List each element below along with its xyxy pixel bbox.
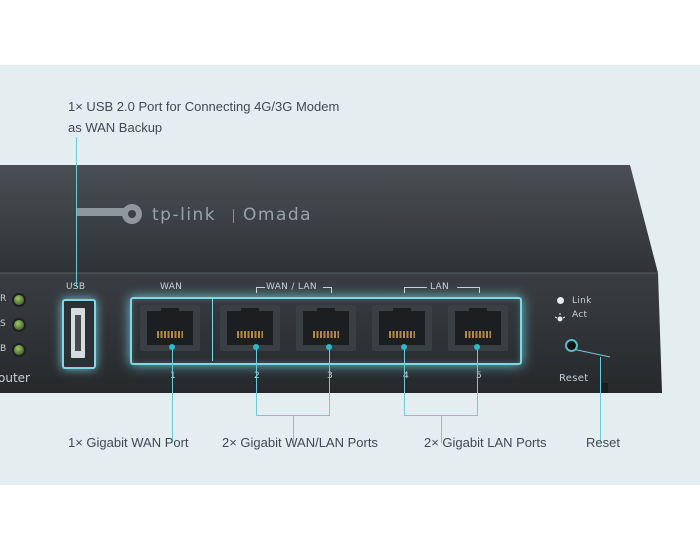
reset-callout-line [600,357,601,442]
tp-link-logo [76,203,146,230]
usb-label: USB [66,282,86,292]
act-sun-icon [554,313,566,322]
act-icon [554,310,566,322]
usb-caption-line-2: as WAN Backup [68,120,163,135]
lan-label: LAN [430,282,450,292]
wan-lan-callout-dot [253,344,259,350]
background-band: tp-link Omada R S B outer USB WAN WAN / … [0,65,700,485]
brand-text: tp-link [152,205,217,225]
lan-caption: 2× Gigabit LAN Ports [424,435,547,450]
usb-callout-line [76,137,77,287]
lan-callout-left [404,347,405,415]
usb-caption: 1× USB 2.0 Port for Connecting 4G/3G Mod… [68,96,339,138]
reset-panel-label: Reset [559,373,589,384]
port-number-1: 1 [170,371,177,381]
status-led [14,320,24,330]
wan-lan-callout-dot [326,344,332,350]
logo-divider [233,209,234,223]
rj45-port-4 [372,305,432,351]
rj45-port-5 [448,305,508,351]
wan-callout-line [172,347,173,442]
rj45-port-3 [296,305,356,351]
router-label-fragment: outer [0,371,30,385]
led-letter-b: B [0,344,7,354]
reset-caption: Reset [586,435,620,450]
usb-caption-line-1: 1× USB 2.0 Port for Connecting 4G/3G Mod… [68,99,340,114]
lan-callout-stem [441,415,442,443]
wan-divider [212,299,213,361]
wan-callout-dot [169,344,175,350]
usb-port [62,299,96,369]
wan-label: WAN [160,282,183,292]
led-letter-s: S [0,319,6,329]
rj45-port-1 [140,305,200,351]
router-top-face [0,165,658,273]
port-number-4: 4 [403,371,410,381]
status-led [14,295,24,305]
product-text: Omada [243,205,313,225]
port-number-2: 2 [254,371,261,381]
wan-lan-label: WAN / LAN [266,282,317,292]
wan-lan-callout-left [256,347,257,415]
router-device [0,165,700,405]
wan-lan-callout-stem [293,415,294,443]
act-label: Act [572,310,588,320]
lan-callout-dot [401,344,407,350]
port-number-5: 5 [476,371,483,381]
tp-link-logo-icon [76,204,142,224]
wan-caption: 1× Gigabit WAN Port [68,435,189,450]
link-label: Link [572,296,592,306]
router-body-shape [0,165,662,393]
reset-button [567,341,576,350]
port-highlight-frame [130,297,522,365]
wan-lan-caption: 2× Gigabit WAN/LAN Ports [222,435,378,450]
wan-lan-callout-right [329,347,330,415]
led-letter-r: R [0,294,7,304]
link-led [557,297,564,304]
status-led [14,345,24,355]
lan-callout-right [477,347,478,415]
rj45-port-2 [220,305,280,351]
lan-callout-dot [474,344,480,350]
port-number-3: 3 [327,371,334,381]
